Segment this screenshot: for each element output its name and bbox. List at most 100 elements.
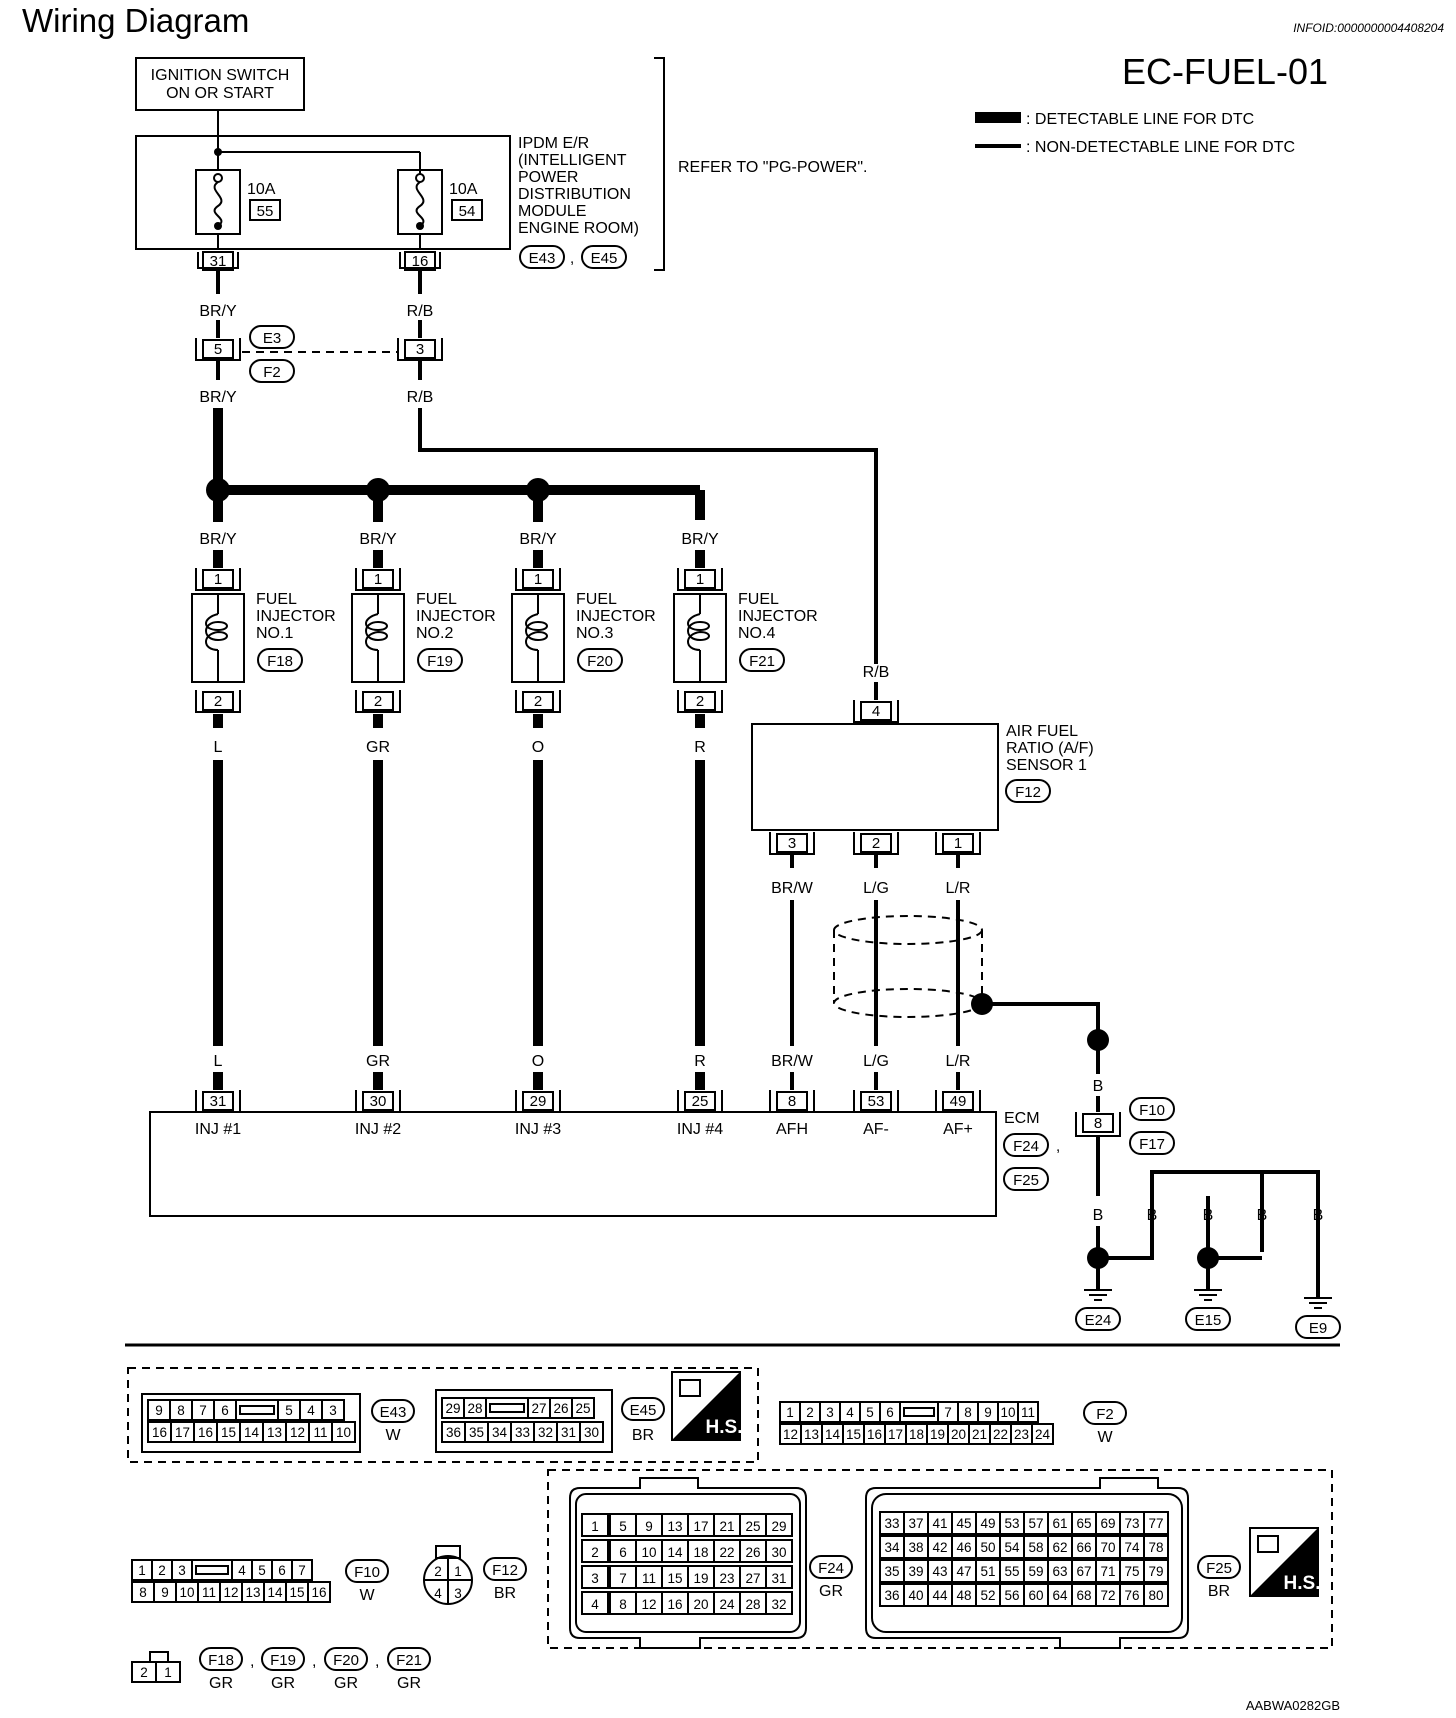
figure-code: AABWA0282GB bbox=[1246, 1698, 1340, 1713]
f24-color: GR bbox=[819, 1583, 843, 1600]
e43-bottom-8: 10 bbox=[336, 1425, 351, 1440]
f25-1-7: 62 bbox=[1052, 1540, 1067, 1555]
refer-bracket bbox=[654, 57, 665, 271]
f12-color: BR bbox=[494, 1585, 516, 1602]
af-label-2: RATIO (A/F) bbox=[1006, 740, 1094, 757]
f10-top-1: 2 bbox=[158, 1563, 166, 1578]
f24-0-3: 13 bbox=[667, 1519, 682, 1534]
inj-conn-0: F18 bbox=[208, 1652, 234, 1669]
f24-1-5: 22 bbox=[719, 1545, 734, 1560]
f24-1-6: 26 bbox=[745, 1545, 760, 1560]
f25-0-8: 65 bbox=[1076, 1516, 1091, 1531]
f25-0-0: 33 bbox=[884, 1516, 899, 1531]
f2-top-9: 9 bbox=[984, 1405, 992, 1420]
f10-bottom-5: 13 bbox=[245, 1585, 260, 1600]
e45-bottom-3: 33 bbox=[515, 1425, 530, 1440]
injector-4-conn: F21 bbox=[749, 653, 775, 670]
f25-2-3: 47 bbox=[956, 1564, 971, 1579]
f2-bottom-12: 24 bbox=[1035, 1427, 1051, 1442]
f24-2-4: 19 bbox=[693, 1571, 708, 1586]
af-sensor: 4 AIR FUEL RATIO (A/F) SENSOR 1 F12 3 2 … bbox=[751, 700, 1094, 855]
af-pin-2: 2 bbox=[872, 835, 880, 852]
injector-1-label-2: INJECTOR bbox=[256, 608, 336, 625]
f2-top-0: 1 bbox=[786, 1405, 794, 1420]
f25-2-9: 71 bbox=[1100, 1564, 1115, 1579]
gnd-joint-pin: 8 bbox=[1094, 1115, 1102, 1132]
af-wire-brw-1: BR/W bbox=[771, 880, 814, 897]
e45-bottom-4: 32 bbox=[538, 1425, 553, 1440]
e43-top-5: 5 bbox=[285, 1403, 293, 1418]
f12-pin-2: 4 bbox=[434, 1586, 442, 1601]
f25-2-11: 79 bbox=[1148, 1564, 1163, 1579]
f10-top-4: 4 bbox=[238, 1563, 246, 1578]
f25-color: BR bbox=[1208, 1583, 1230, 1600]
injector-1-pin-top: 1 bbox=[214, 571, 222, 588]
f24-1-4: 18 bbox=[693, 1545, 708, 1560]
inj-conn-3: F21 bbox=[396, 1652, 422, 1669]
ecm-conn-f24: F24 bbox=[1013, 1138, 1039, 1155]
f10-bottom-4: 12 bbox=[223, 1585, 238, 1600]
e45-top-3: 27 bbox=[531, 1401, 546, 1416]
f10-bottom-1: 9 bbox=[161, 1585, 169, 1600]
f25-0-4: 49 bbox=[980, 1516, 995, 1531]
f24-0-0: 1 bbox=[591, 1519, 599, 1534]
f25-2-6: 59 bbox=[1028, 1564, 1043, 1579]
fuse-55-amp: 10A bbox=[247, 181, 276, 198]
f25-1-3: 46 bbox=[956, 1540, 971, 1555]
fuse-54-num: 54 bbox=[459, 203, 476, 220]
f25-0-3: 45 bbox=[956, 1516, 971, 1531]
f24-0-5: 21 bbox=[719, 1519, 734, 1534]
f10-conn: F10 bbox=[354, 1564, 380, 1581]
injector-4-label-1: FUEL bbox=[738, 591, 779, 608]
e43-bottom-0: 16 bbox=[152, 1425, 167, 1440]
e45-conn: E45 bbox=[630, 1402, 657, 1419]
f24-2-1: 7 bbox=[619, 1571, 627, 1586]
af-pin-3: 3 bbox=[788, 835, 796, 852]
ecm-pin-name-5: AF- bbox=[863, 1121, 889, 1138]
hs-badge-2: H.S. bbox=[1249, 1527, 1320, 1597]
f25-1-1: 38 bbox=[908, 1540, 923, 1555]
f25-0-5: 53 bbox=[1004, 1516, 1019, 1531]
ipdm-er: 10A 55 10A 54 31 16 bbox=[135, 135, 511, 271]
inj1-wire-bry: BR/Y bbox=[199, 531, 237, 548]
f24-2-7: 31 bbox=[771, 1571, 786, 1586]
f25-conn: F25 bbox=[1206, 1560, 1232, 1577]
f24-2-6: 27 bbox=[745, 1571, 760, 1586]
ecm-conn-sep: , bbox=[1056, 1138, 1060, 1155]
e43-bottom-4: 14 bbox=[244, 1425, 260, 1440]
f25-1-9: 70 bbox=[1100, 1540, 1115, 1555]
f25-1-4: 50 bbox=[980, 1540, 995, 1555]
f2-bottom-10: 22 bbox=[993, 1427, 1008, 1442]
f25-3-2: 44 bbox=[932, 1588, 948, 1603]
refer-pg-power: REFER TO "PG-POWER". bbox=[678, 159, 867, 176]
e45-bottom-0: 36 bbox=[446, 1425, 461, 1440]
e43-bottom-6: 12 bbox=[290, 1425, 305, 1440]
e43-top-2: 7 bbox=[199, 1403, 207, 1418]
f24-0-1: 5 bbox=[619, 1519, 627, 1534]
f25-3-7: 64 bbox=[1052, 1588, 1068, 1603]
joint-pin-3: 3 bbox=[416, 341, 424, 358]
gnd-wire-b-6: B bbox=[1313, 1207, 1324, 1224]
f25-3-11: 80 bbox=[1148, 1588, 1163, 1603]
joint-conn-e3: E3 bbox=[263, 330, 281, 347]
info-id: INFOID:0000000004408204 bbox=[1293, 21, 1444, 35]
f10-top-2: 3 bbox=[178, 1563, 186, 1578]
f2-conn: F2 bbox=[1096, 1406, 1114, 1423]
f25-1-6: 58 bbox=[1028, 1540, 1043, 1555]
ecm-pin-name-1: INJ #2 bbox=[355, 1121, 401, 1138]
f24-3-0: 4 bbox=[591, 1597, 599, 1612]
ipdm-pin-16: 16 bbox=[412, 253, 429, 270]
f2-top-3: 4 bbox=[846, 1405, 854, 1420]
e45-top-0: 29 bbox=[445, 1401, 460, 1416]
f10-bottom-0: 8 bbox=[139, 1585, 147, 1600]
f25-3-10: 76 bbox=[1124, 1588, 1139, 1603]
f2-top-7: 7 bbox=[944, 1405, 952, 1420]
inj1-wire-l: L bbox=[214, 739, 223, 756]
